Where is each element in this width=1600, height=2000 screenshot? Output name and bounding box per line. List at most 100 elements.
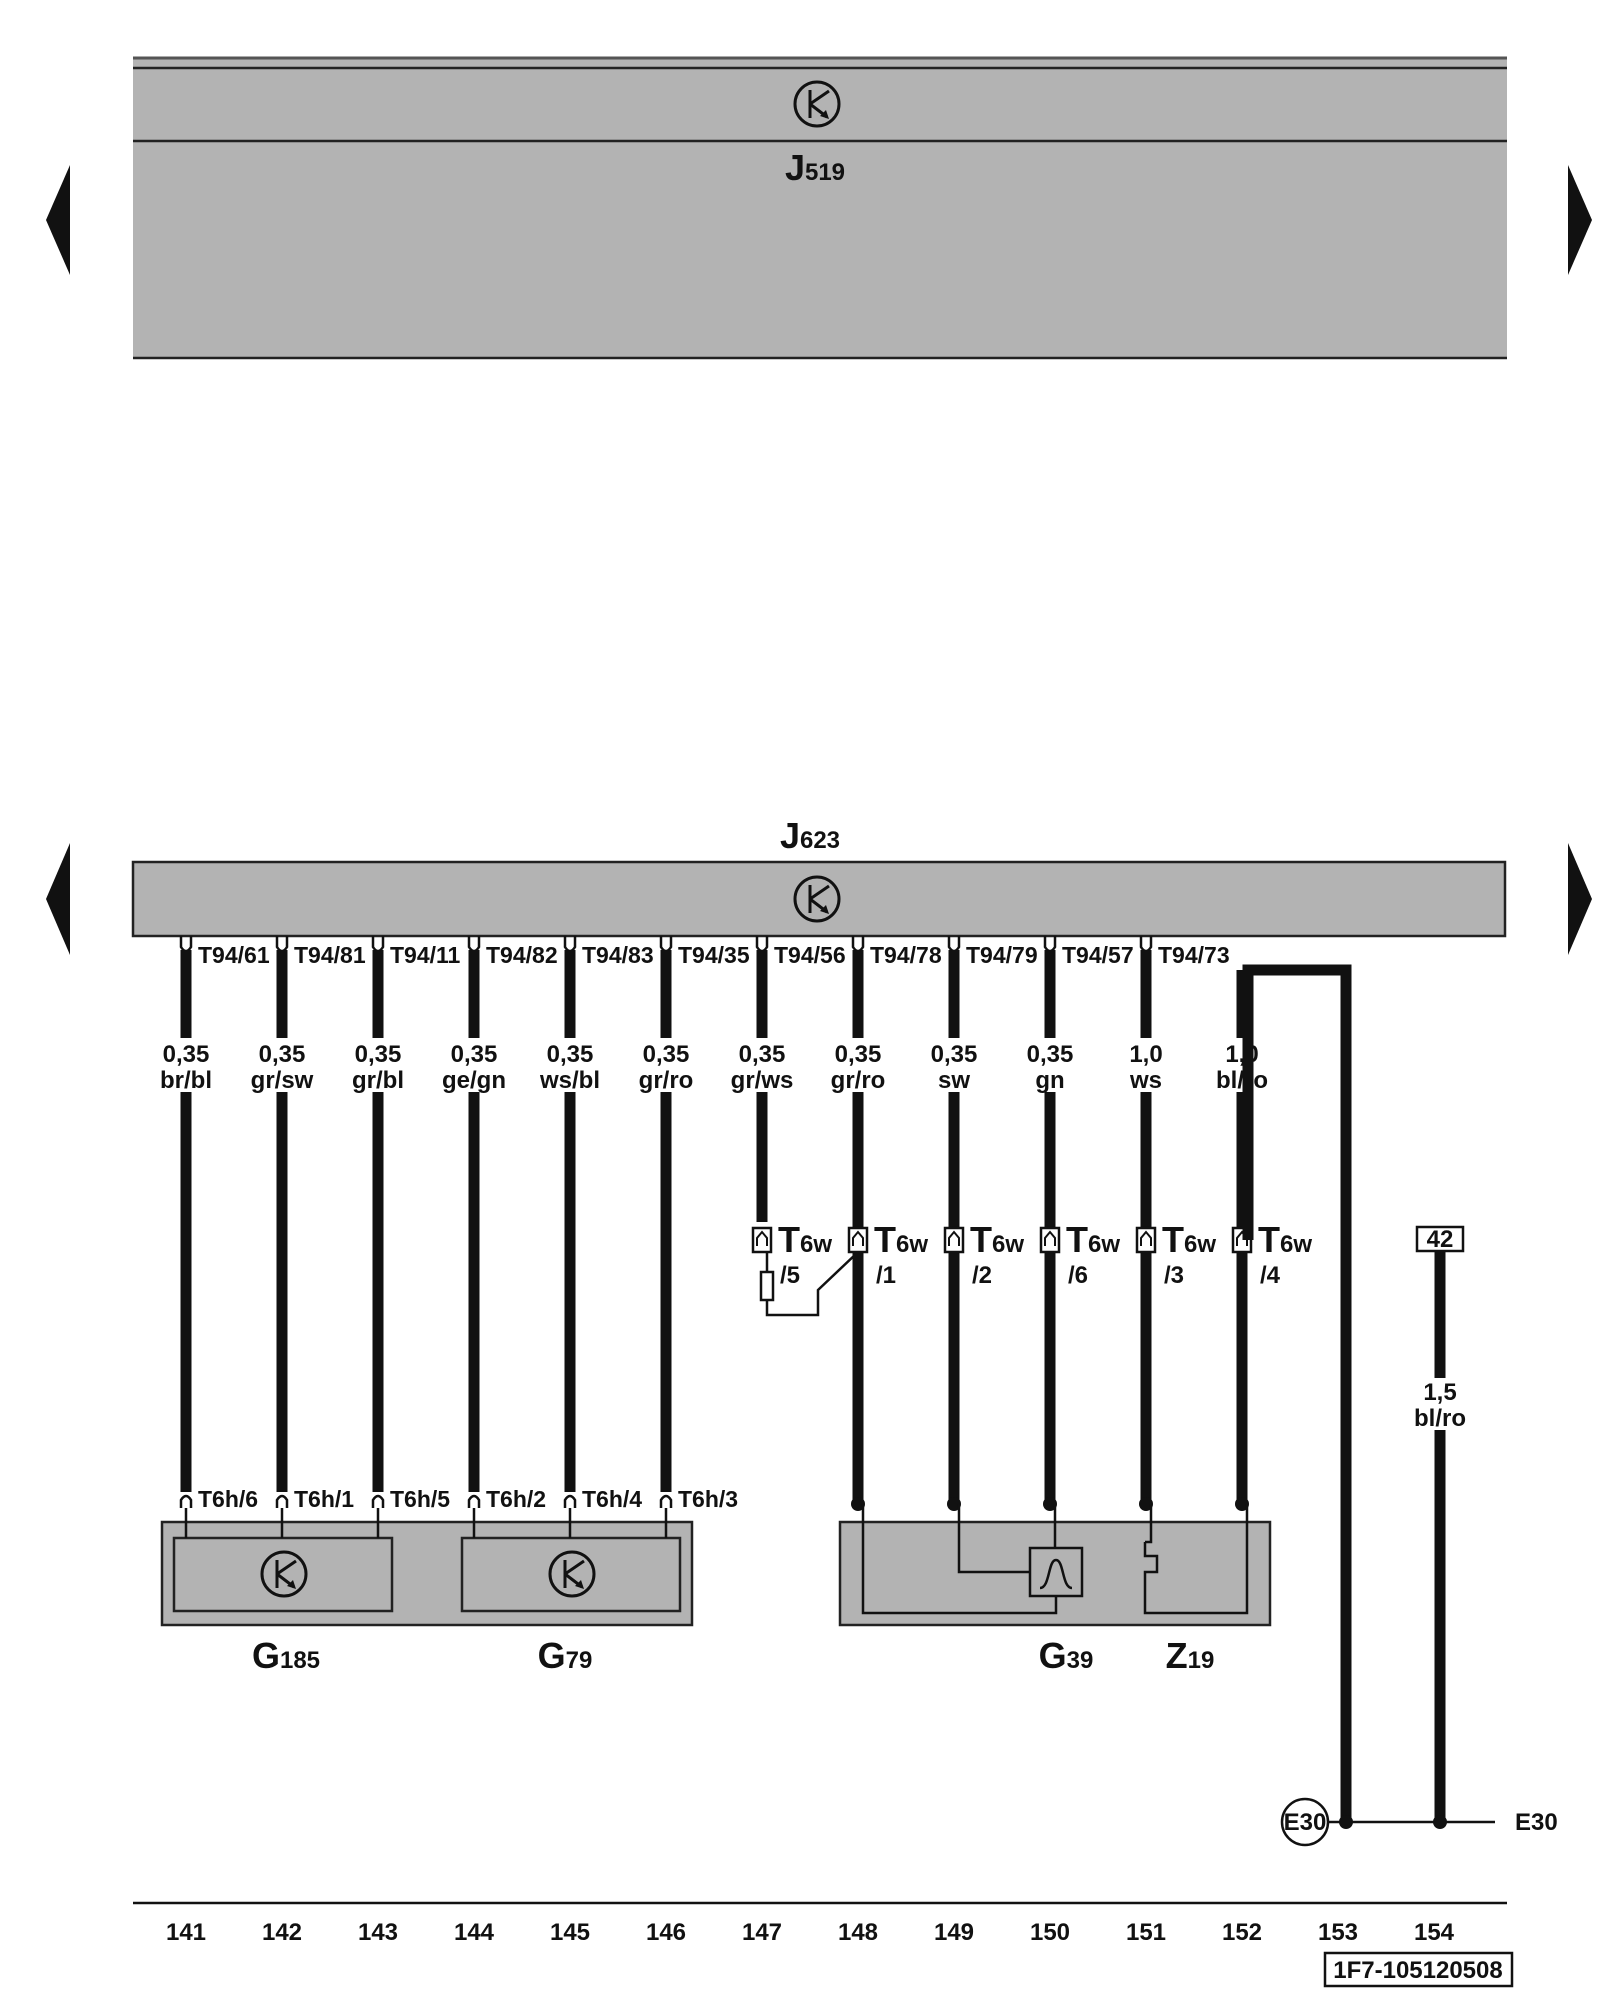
- j623-pin-label: T94/73: [1158, 942, 1230, 968]
- track-number: 147: [742, 1919, 782, 1946]
- electronic-module-icon: [260, 1550, 308, 1598]
- previous-page-arrow-bottom[interactable]: [46, 843, 70, 955]
- track-number: 141: [166, 1919, 206, 1946]
- connector-t6w-label: T6w: [1258, 1219, 1312, 1260]
- ground-reference-label: E30: [1515, 1809, 1558, 1836]
- sensor-group-g185-g79: G185 G79: [160, 1508, 694, 1676]
- electronic-module-icon: [793, 875, 841, 923]
- j623-pin-label: T94/82: [486, 942, 558, 968]
- wire-color: sw: [938, 1067, 970, 1094]
- ground-point-icon[interactable]: [1280, 1797, 1330, 1847]
- splice-point: [1235, 1497, 1249, 1511]
- wire-size: 0,35: [163, 1041, 210, 1068]
- wire-size: 0,35: [835, 1041, 882, 1068]
- wire-color: ge/gn: [442, 1067, 506, 1094]
- control-unit-j519-label: J519: [785, 147, 845, 188]
- connector-t6w-pin-number: /4: [1260, 1262, 1281, 1289]
- fuse-wire-size: 1,5: [1423, 1379, 1456, 1406]
- connector-t6w-pin-number: /6: [1068, 1262, 1088, 1289]
- connector-t6w-pin: T6w/3: [1135, 1219, 1216, 1289]
- j623-pin-label: T94/11: [390, 942, 461, 968]
- connector-t6w-pin-number: /2: [972, 1262, 992, 1289]
- pin-contact-icon: [467, 936, 481, 953]
- connector-t6w-pin-number: /3: [1164, 1262, 1184, 1289]
- splice-point: [851, 1497, 865, 1511]
- track-number: 149: [934, 1919, 974, 1946]
- connector-t6h-label: T6h/2: [486, 1486, 546, 1512]
- component-g79-label: G79: [538, 1635, 593, 1676]
- wire-color: gr/bl: [352, 1067, 404, 1094]
- wire-color: gr/ws: [731, 1067, 794, 1094]
- pin-contact-icon: [947, 936, 961, 953]
- wire-size: 1,0: [1225, 1041, 1258, 1068]
- j623-pin-label: T94/81: [294, 942, 366, 968]
- component-g39-label: G39: [1039, 1635, 1094, 1676]
- connector-t6w-pin-number: /5: [780, 1262, 800, 1289]
- pin-contact-icon: [371, 936, 385, 953]
- previous-page-arrow-top[interactable]: [46, 165, 70, 275]
- wire-color: bl/ro: [1216, 1067, 1268, 1094]
- fuse-wire-color: bl/ro: [1414, 1405, 1466, 1432]
- wire-size: 0,35: [451, 1041, 498, 1068]
- diagram-id-box: 1F7-105120508: [1323, 1951, 1514, 1988]
- connector-t6h-label: T6h/6: [198, 1486, 258, 1512]
- wire-color: gr/sw: [251, 1067, 314, 1094]
- track-number: 145: [550, 1919, 590, 1946]
- pin-contact-icon: [275, 936, 289, 953]
- next-page-arrow-bottom[interactable]: [1568, 843, 1592, 955]
- pin-contact-icon: [659, 1494, 673, 1508]
- pin-contact-icon: [563, 936, 577, 953]
- connector-t6w-pin: T6w/2: [943, 1219, 1024, 1289]
- wire-size: 0,35: [259, 1041, 306, 1068]
- j623-pin-label: T94/57: [1062, 942, 1134, 968]
- connector-t6w-label: T6w: [970, 1219, 1024, 1260]
- control-unit-j519: J519: [133, 56, 1507, 360]
- j623-pin-label: T94/35: [678, 942, 750, 968]
- pin-contact-icon: [371, 1494, 385, 1508]
- track-number: 146: [646, 1919, 686, 1946]
- j623-pin-label: T94/83: [582, 942, 654, 968]
- wire-size: 0,35: [1027, 1041, 1074, 1068]
- pin-contact-icon: [467, 1494, 481, 1508]
- control-unit-j623: J623: [131, 815, 1507, 938]
- wire-size: 0,35: [547, 1041, 594, 1068]
- track-number: 151: [1126, 1919, 1166, 1946]
- ground-point-label: E30: [1284, 1809, 1327, 1836]
- heater-element-icon: [1143, 1504, 1249, 1615]
- fuse-reference-label: 42: [1427, 1226, 1454, 1253]
- wire-color: gr/ro: [639, 1067, 694, 1094]
- connector-t6w-pin: T6w/4: [1231, 1219, 1312, 1289]
- wire-size: 1,0: [1129, 1041, 1162, 1068]
- track-number: 143: [358, 1919, 398, 1946]
- connector-t6h-label: T6h/4: [582, 1486, 642, 1512]
- connector-t6h-label: T6h/5: [390, 1486, 450, 1512]
- splice-point: [1043, 1497, 1057, 1511]
- track-number: 154: [1414, 1919, 1455, 1946]
- j623-pin-label: T94/79: [966, 942, 1038, 968]
- pin-contact-icon: [1043, 936, 1057, 953]
- track-number: 150: [1030, 1919, 1070, 1946]
- electronic-module-icon: [548, 1550, 596, 1598]
- connector-t6w-label: T6w: [778, 1219, 832, 1260]
- wire-size: 0,35: [931, 1041, 978, 1068]
- splice-point: [1139, 1497, 1153, 1511]
- connector-t6w-pin-number: /1: [876, 1262, 896, 1289]
- pin-contact-icon: [1139, 936, 1153, 953]
- wire-152-ground-feed: [1242, 964, 1352, 1822]
- wire-color: gr/ro: [831, 1067, 886, 1094]
- pin-contact-icon: [755, 936, 769, 953]
- wire-color: gn: [1035, 1067, 1064, 1094]
- pin-contact-icon: [179, 1494, 193, 1508]
- track-number: 153: [1318, 1919, 1358, 1946]
- oxygen-sensor-icon: [1028, 1546, 1084, 1598]
- shield-link: [759, 1252, 858, 1317]
- connector-t6w-pin: T6w/5: [751, 1219, 832, 1289]
- fuse-reference-box[interactable]: [1415, 1225, 1465, 1253]
- pin-contact-icon: [851, 936, 865, 953]
- wire-color: ws/bl: [539, 1067, 600, 1094]
- connector-t6w-pin: T6w/1: [847, 1219, 928, 1289]
- next-page-arrow-top[interactable]: [1568, 165, 1592, 275]
